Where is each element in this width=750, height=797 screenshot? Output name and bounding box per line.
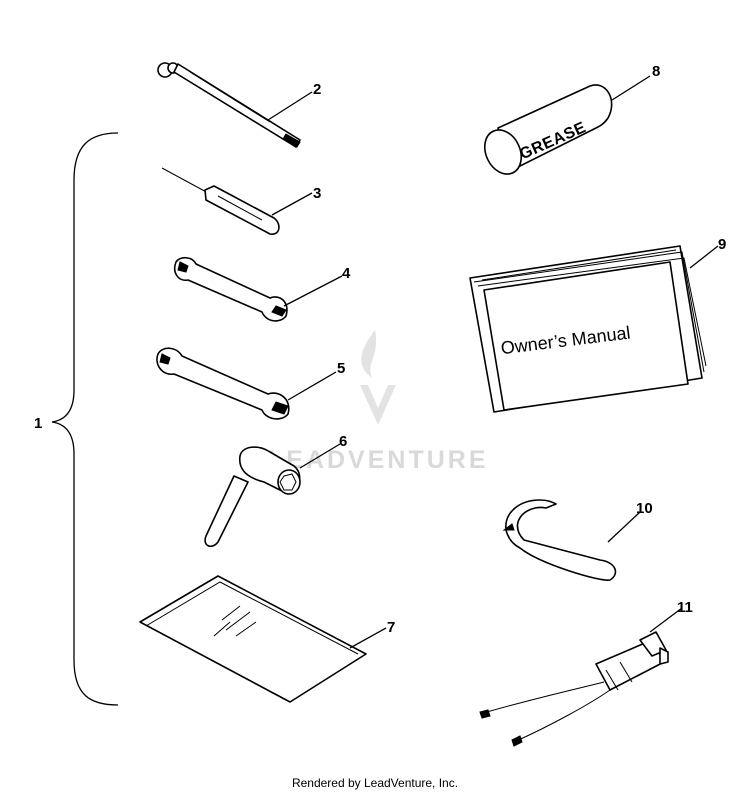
watermark: LEADVENTURE: [268, 330, 489, 474]
callout-9: 9: [718, 236, 726, 253]
leader-9: [689, 245, 719, 269]
leader-4: [283, 275, 343, 307]
plastic-bag: [139, 575, 367, 703]
kit-brace: [51, 132, 119, 706]
callout-11: 11: [677, 599, 693, 616]
leader-11: [649, 607, 683, 633]
callout-7: 7: [387, 619, 395, 636]
socket-wrench: [204, 446, 301, 548]
screwdriver: [161, 167, 280, 235]
grease-tube: GREASE: [483, 84, 613, 175]
watermark-text: LEADVENTURE: [268, 446, 489, 474]
leader-7: [349, 627, 387, 649]
callout-10: 10: [636, 500, 653, 517]
owners-manual: Owner’s Manual: [469, 245, 707, 413]
render-credit: Rendered by LeadVenture, Inc.: [291, 776, 459, 790]
callout-3: 3: [313, 185, 321, 202]
watermark-logo-icon: [360, 330, 396, 425]
large-wrench: [156, 347, 290, 420]
small-wrench: [173, 256, 288, 322]
callout-1: 1: [34, 415, 42, 432]
leader-8: [611, 75, 651, 101]
leader-2: [267, 91, 313, 121]
leader-5: [287, 371, 337, 401]
callout-4: 4: [342, 265, 351, 282]
spanner-wrench: [502, 499, 617, 581]
callout-2: 2: [313, 81, 321, 98]
callout-5: 5: [337, 360, 345, 377]
leader-3: [271, 192, 313, 216]
callout-6: 6: [339, 433, 347, 450]
tire-pressure-gauge: [157, 62, 301, 148]
leader-6: [299, 443, 341, 469]
wire-harness-connector: [479, 631, 669, 747]
callout-8: 8: [652, 63, 660, 80]
leader-10: [607, 511, 641, 543]
